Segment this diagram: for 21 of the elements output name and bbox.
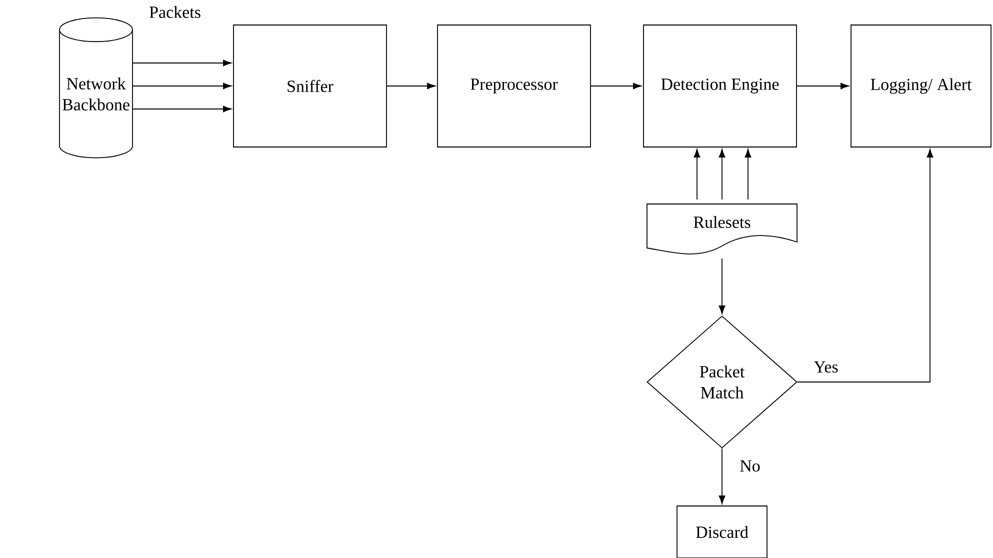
process-box: Logging/ Alert <box>850 24 992 148</box>
arrow <box>718 258 726 314</box>
arrow <box>797 148 934 382</box>
arrow <box>132 106 232 112</box>
edge-label: Packets <box>148 5 202 19</box>
arrow <box>718 148 726 200</box>
arrow <box>590 82 642 90</box>
database-cylinder: Network Backbone <box>59 17 133 158</box>
process-box: Detection Engine <box>643 24 797 148</box>
edge-label: No <box>738 459 762 473</box>
edge-label: Yes <box>812 360 840 374</box>
process-box: Discard <box>676 506 768 558</box>
arrow <box>132 60 232 66</box>
arrow <box>796 82 850 90</box>
arrow <box>718 448 726 504</box>
process-box: Preprocessor <box>437 24 591 148</box>
process-box: Sniffer <box>233 24 387 148</box>
arrow <box>132 82 232 90</box>
arrow <box>386 82 436 90</box>
arrow <box>744 148 752 200</box>
arrow <box>694 148 700 200</box>
